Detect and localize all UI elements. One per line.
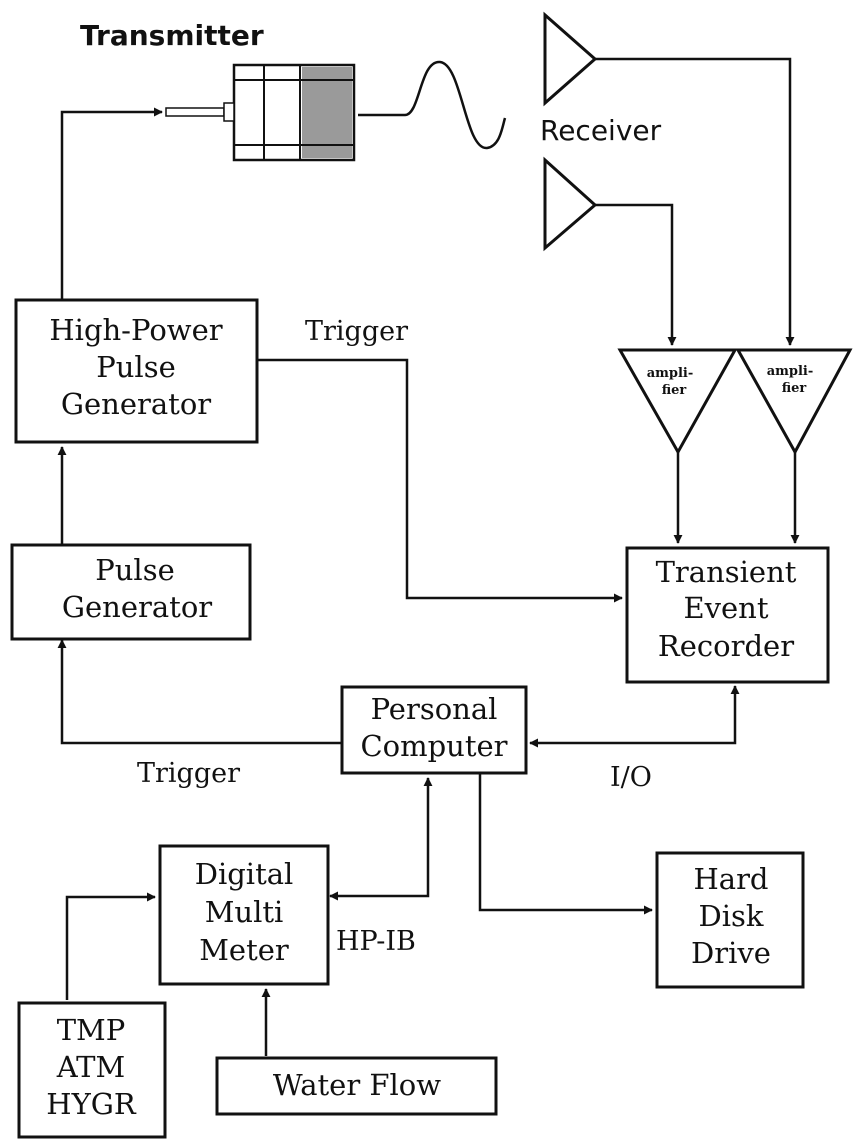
- block-hard-disk-drive: Hard Disk Drive: [655, 851, 805, 989]
- hp-gen-line2: Pulse: [96, 350, 176, 384]
- sensors-line1: TMP: [57, 1013, 126, 1047]
- hdd-line1: Hard: [693, 862, 768, 896]
- hpib-label: HP-IB: [336, 926, 416, 957]
- sensors-line2: ATM: [56, 1050, 125, 1084]
- amplifier-right-line1: ampli-: [767, 364, 814, 379]
- transmitter-device: [165, 63, 356, 162]
- pulse-gen-line2: Generator: [62, 590, 212, 624]
- recorder-line3: Recorder: [658, 629, 794, 663]
- wire-hpgen-to-transmitter: [60, 107, 163, 300]
- wave-signal: [358, 60, 507, 150]
- water-flow-label: Water Flow: [273, 1068, 441, 1102]
- block-high-power-pulse-generator: High-Power Pulse Generator: [14, 298, 259, 444]
- hdd-line2: Disk: [699, 899, 764, 933]
- pc-line2: Computer: [360, 729, 507, 763]
- pulse-gen-line1: Pulse: [95, 553, 175, 587]
- io-label: I/O: [610, 762, 652, 793]
- hp-gen-line3: Generator: [61, 387, 211, 421]
- recorder-line2: Event: [683, 591, 768, 625]
- amplifier-left-line2: fier: [662, 383, 687, 398]
- wire-trigger-to-recorder: [257, 358, 623, 603]
- dmm-line2: Multi: [205, 895, 284, 929]
- hdd-line3: Drive: [691, 936, 771, 970]
- receiver-antenna-top: [543, 11, 598, 107]
- hp-gen-line1: High-Power: [49, 313, 222, 347]
- wire-sensors-to-dmm: [65, 892, 156, 1000]
- receiver-label: Receiver: [540, 114, 662, 147]
- wire-antenna-top-to-amp: [595, 57, 795, 346]
- wire-pc-trigger-to-pulsegen: [57, 639, 342, 745]
- sensors-line3: HYGR: [46, 1087, 137, 1121]
- block-sensors: TMP ATM HYGR: [17, 1001, 167, 1139]
- amplifier-right-line2: fier: [782, 381, 807, 396]
- wire-antenna-bottom-to-amp: [595, 203, 677, 346]
- wire-pc-io-recorder: [529, 685, 740, 748]
- wire-dmm-hpib-pc: [329, 777, 433, 901]
- block-digital-multi-meter: Digital Multi Meter: [158, 844, 330, 986]
- wire-pc-to-harddisk: [478, 773, 653, 915]
- transmitter-label: Transmitter: [80, 19, 264, 52]
- recorder-line1: Transient: [656, 555, 797, 589]
- block-water-flow: Water Flow: [215, 1056, 498, 1116]
- pc-line1: Personal: [371, 692, 498, 726]
- amplifier-right: ampli- fier: [735, 348, 853, 456]
- amplifier-left-line1: ampli-: [647, 366, 694, 381]
- trigger-label-bottom: Trigger: [137, 758, 240, 789]
- block-transient-event-recorder: Transient Event Recorder: [625, 546, 830, 684]
- receiver-antenna-bottom: [543, 156, 598, 252]
- block-personal-computer: Personal Computer: [340, 685, 528, 775]
- block-pulse-generator: Pulse Generator: [10, 543, 252, 641]
- amplifier-left: ampli- fier: [617, 348, 738, 456]
- trigger-label-top: Trigger: [305, 316, 408, 347]
- dmm-line1: Digital: [195, 857, 294, 891]
- dmm-line3: Meter: [199, 933, 289, 967]
